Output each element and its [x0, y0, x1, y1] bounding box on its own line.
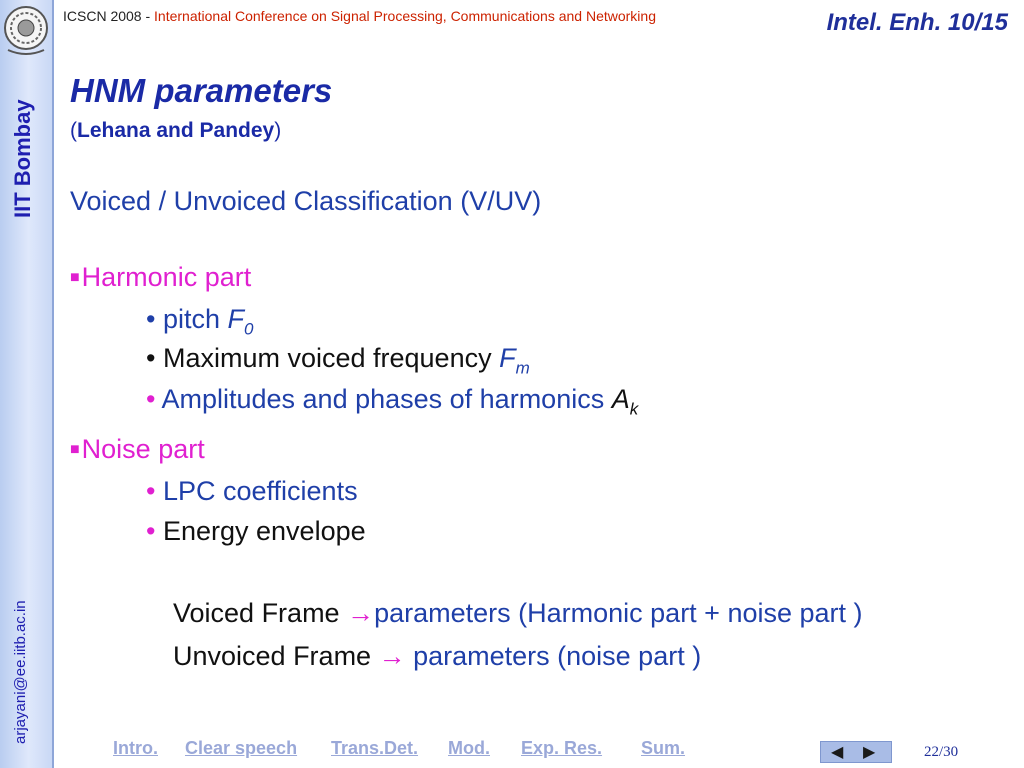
harmonic-heading: ■Harmonic part	[70, 262, 251, 293]
maxfreq-text: • Maximum voiced frequency	[146, 343, 500, 373]
pitch-text: • pitch	[146, 304, 228, 334]
maxfreq-symbol: F	[499, 343, 516, 373]
nav-link-intro[interactable]: Intro.	[113, 738, 158, 758]
iit-bombay-logo	[4, 6, 48, 55]
lpc-bullet: •	[146, 476, 163, 506]
unvoiced-frame-text: parameters (noise part )	[405, 641, 702, 671]
list-item-max-voiced-frequency: • Maximum voiced frequency Fm	[146, 343, 530, 378]
pitch-symbol: F	[227, 304, 245, 334]
classification-line: Voiced / Unvoiced Classification (V/UV)	[70, 186, 542, 216]
sidebar-email: arjayani@ee.iitb.ac.in	[12, 600, 29, 744]
amp-text: Amplitudes and phases of harmonics	[161, 384, 612, 414]
sidebar-institute-title: IIT Bombay	[10, 99, 35, 218]
arrow-right-icon: →	[347, 598, 375, 628]
harmonic-heading-text: Harmonic part	[81, 262, 252, 292]
energy-text: Energy envelope	[162, 516, 366, 546]
sidebar: IIT Bombay arjayani@ee.iitb.ac.in	[0, 0, 54, 768]
slide-title: HNM parameters	[70, 72, 333, 109]
lpc-text: LPC coefficients	[162, 476, 358, 506]
conference-full-name: International Conference on Signal Proce…	[154, 8, 656, 24]
list-item-pitch: • pitch F0	[146, 304, 253, 339]
next-arrow-icon[interactable]: ▶	[863, 744, 876, 761]
pitch-subscript: 0	[244, 319, 254, 339]
voiced-frame-text: parameters (Harmonic part + noise part )	[374, 598, 863, 628]
list-item-amplitudes: • Amplitudes and phases of harmonics Ak	[146, 384, 638, 419]
page-number: 22/30	[924, 744, 959, 760]
maxfreq-subscript: m	[515, 358, 530, 378]
amp-subscript: k	[629, 399, 639, 419]
square-bullet-icon: ■	[70, 441, 80, 458]
subtitle-paren-open: (	[70, 119, 77, 142]
nav-link-clear-speech[interactable]: Clear speech	[185, 738, 298, 758]
slide-nav-arrows: ◀ ▶	[820, 741, 892, 763]
amp-bullet: •	[146, 384, 162, 414]
noise-heading-text: Noise part	[81, 434, 205, 464]
amp-symbol: A	[611, 384, 630, 414]
voiced-frame-line: Voiced Frame →parameters (Harmonic part …	[173, 598, 863, 629]
list-item-energy: • Energy envelope	[146, 516, 366, 547]
subtitle-authors: Lehana and Pandey	[77, 119, 275, 142]
subtitle-paren-close: )	[274, 119, 282, 142]
noise-heading: ■Noise part	[70, 434, 205, 465]
nav-link-trans-det[interactable]: Trans.Det.	[331, 738, 419, 758]
list-item-lpc: • LPC coefficients	[146, 476, 358, 507]
voiced-frame-label: Voiced Frame	[173, 598, 348, 628]
unvoiced-frame-line: Unvoiced Frame → parameters (noise part …	[173, 641, 701, 672]
slide-subtitle: (Lehana and Pandey)	[70, 119, 281, 143]
square-bullet-icon: ■	[70, 269, 80, 286]
conference-header: ICSCN 2008 - International Conference on…	[63, 8, 656, 24]
unvoiced-frame-label: Unvoiced Frame	[173, 641, 379, 671]
nav-link-exp-res[interactable]: Exp. Res.	[521, 738, 603, 758]
nav-link-sum[interactable]: Sum.	[641, 738, 686, 758]
slide-section-label: Intel. Enh. 10/15	[826, 9, 1008, 36]
conference-short: ICSCN 2008 -	[63, 8, 155, 24]
arrow-right-icon: →	[378, 641, 406, 671]
energy-bullet: •	[146, 516, 163, 546]
prev-arrow-icon[interactable]: ◀	[831, 744, 844, 761]
nav-link-mod[interactable]: Mod.	[448, 738, 490, 758]
